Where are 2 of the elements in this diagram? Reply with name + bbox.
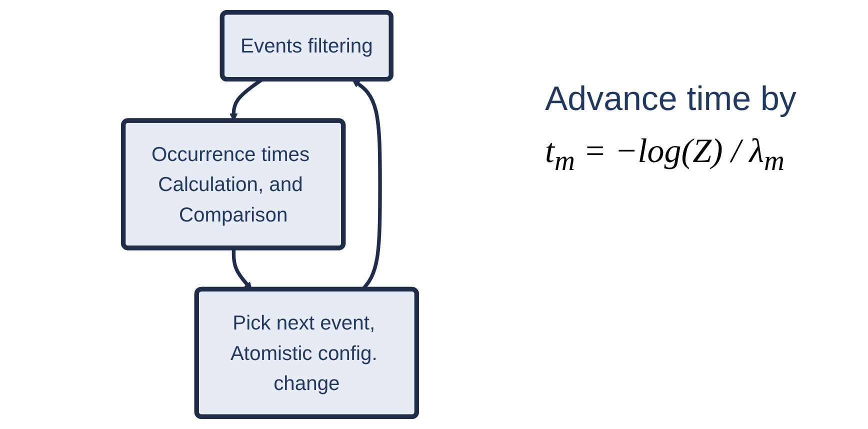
- note-text: Advance time by: [545, 80, 798, 119]
- formula-text: t$_{m}$ = −log(Z) / λ$_{m}$: [545, 133, 786, 178]
